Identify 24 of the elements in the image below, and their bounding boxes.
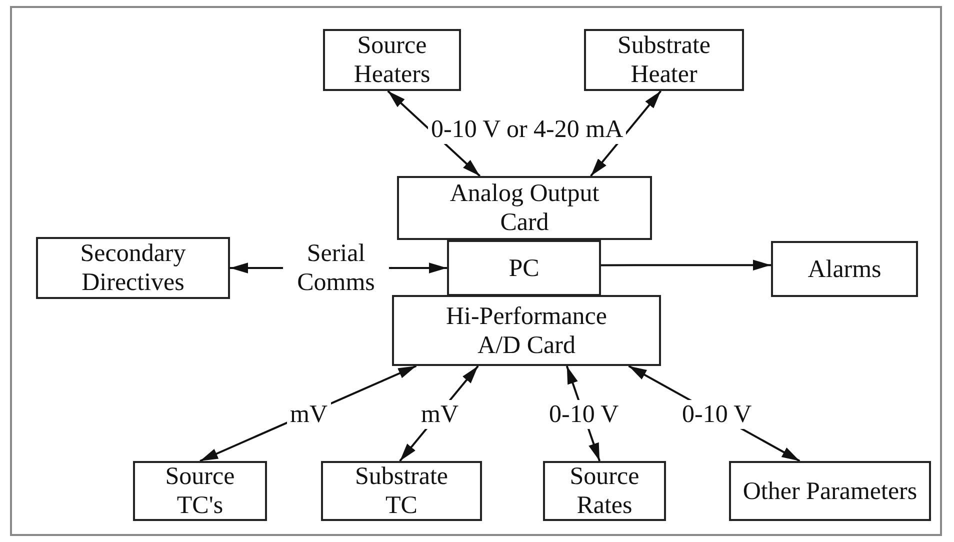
- node-label: Source Heaters: [352, 31, 432, 89]
- process-box: [584, 29, 744, 91]
- process-box: [543, 461, 666, 521]
- process-box: [392, 295, 661, 366]
- process-box: [447, 240, 601, 296]
- arrow: [601, 260, 771, 270]
- node-label: Source TC's: [164, 462, 236, 520]
- node-label: PC: [508, 254, 540, 282]
- node-label: Alarms: [808, 254, 882, 284]
- node-label: Source Rates: [568, 462, 640, 520]
- process-box: [321, 461, 482, 521]
- node-label: Secondary Directives: [79, 239, 187, 297]
- arrow: [590, 90, 662, 177]
- process-box: [36, 237, 230, 299]
- process-box: [133, 461, 267, 521]
- node-label: Analog Output Card: [448, 179, 600, 237]
- node-label: Substrate Heater: [616, 31, 712, 89]
- node-label: Other Parameters: [742, 476, 918, 506]
- process-box: [729, 461, 931, 521]
- process-box: [397, 176, 652, 240]
- process-box: [771, 241, 918, 297]
- node-label: Hi-Performance A/D Card: [444, 302, 608, 360]
- process-box: [323, 29, 461, 91]
- node-label: Substrate TC: [354, 462, 450, 520]
